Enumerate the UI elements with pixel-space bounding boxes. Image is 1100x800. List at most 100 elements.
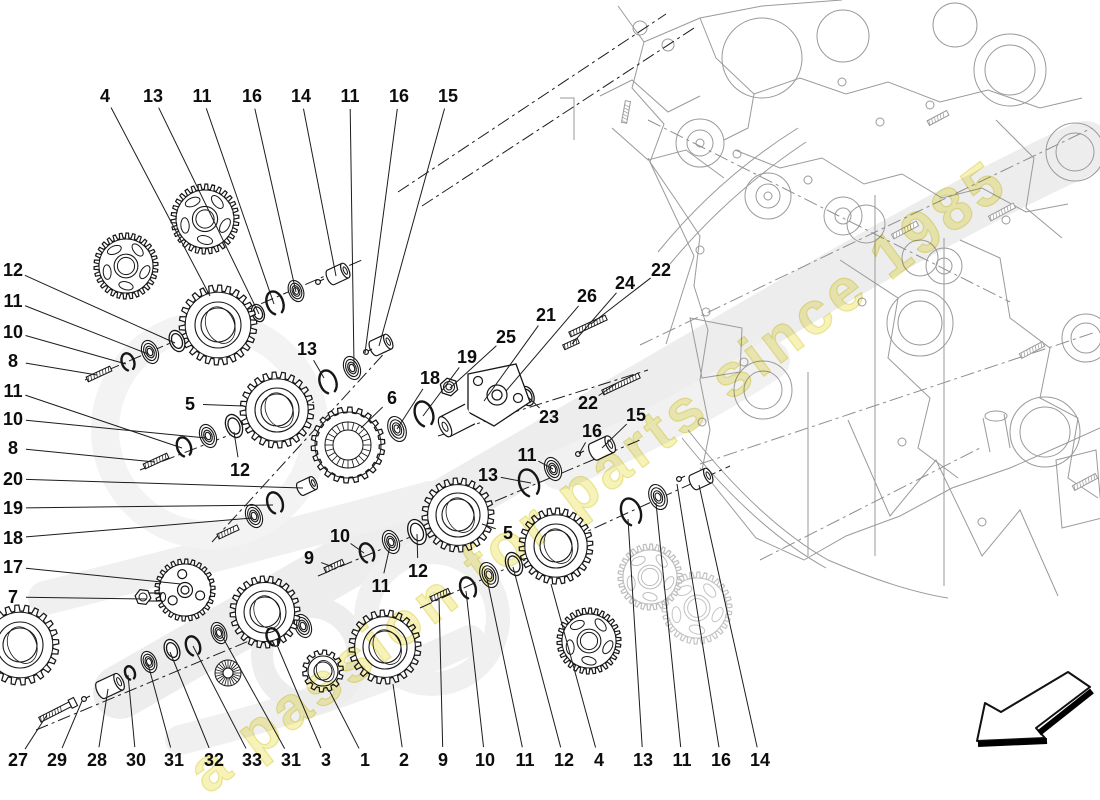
leader-line — [276, 644, 322, 749]
callout-label: 31 — [281, 750, 301, 770]
callout-label: 3 — [321, 750, 331, 770]
washer — [648, 483, 668, 511]
callout-label: 13 — [478, 465, 498, 485]
leader-line — [465, 590, 485, 748]
leader-line — [25, 567, 182, 585]
leader-line — [364, 108, 398, 354]
leader-line — [25, 419, 207, 439]
callout-label: 8 — [8, 438, 18, 458]
callout-label: 22 — [578, 393, 598, 413]
leader-line — [416, 533, 419, 559]
leader-line — [110, 107, 211, 297]
washer — [140, 650, 158, 674]
leader-line — [392, 683, 403, 748]
cam-sprocket — [556, 607, 622, 675]
leader-line — [169, 651, 210, 749]
leader-line — [24, 305, 149, 355]
circlip — [358, 542, 376, 564]
leader-line — [349, 108, 355, 366]
callout-label: 12 — [554, 750, 574, 770]
leader-line — [550, 583, 597, 748]
circlip — [120, 352, 136, 372]
leader-line — [25, 517, 253, 538]
callout-label: 6 — [387, 388, 397, 408]
bushing — [295, 475, 319, 497]
bushing — [368, 333, 394, 357]
callout-label: 1 — [360, 750, 370, 770]
leader-line — [627, 518, 643, 748]
callout-label: 13 — [143, 86, 163, 106]
leader-line — [598, 382, 618, 397]
spacer-ring — [407, 518, 427, 546]
leader-line — [320, 562, 334, 568]
leader-line — [313, 359, 325, 379]
callout-label: 15 — [438, 86, 458, 106]
leader-line — [350, 543, 365, 554]
pin — [80, 695, 91, 702]
callout-label: 24 — [615, 273, 635, 293]
callout-label: 23 — [539, 407, 559, 427]
callout-label: 18 — [3, 528, 23, 548]
callout-label: 4 — [594, 750, 604, 770]
callout-label: 16 — [242, 86, 262, 106]
callout-label: 10 — [330, 526, 350, 546]
gear — [421, 477, 495, 553]
bushing — [325, 262, 351, 286]
callout-label: 11 — [517, 445, 536, 465]
spacer-ring — [168, 329, 186, 353]
circlip — [413, 400, 435, 428]
circlip — [265, 627, 281, 647]
screw — [38, 696, 79, 723]
callout-label: 11 — [371, 576, 390, 596]
callout-label: 12 — [3, 260, 23, 280]
circlip — [517, 468, 541, 498]
gear — [239, 371, 315, 449]
cam-sprocket — [93, 232, 159, 300]
circlip — [184, 635, 202, 657]
spacer-ring — [163, 638, 181, 662]
callout-label: 30 — [126, 750, 146, 770]
callout-label: 10 — [3, 409, 23, 429]
bushing — [95, 672, 125, 700]
circlip — [265, 491, 285, 515]
circlip — [318, 369, 338, 395]
callout-label: 33 — [242, 750, 262, 770]
washer — [342, 355, 362, 381]
leader-line — [527, 396, 540, 409]
tensioner-nut — [439, 377, 459, 397]
callout-label: 4 — [100, 86, 110, 106]
leader-line — [61, 700, 83, 749]
leader-line — [590, 277, 652, 325]
leader-line — [578, 442, 587, 455]
direction-arrow — [976, 671, 1094, 747]
leader-line — [147, 663, 172, 748]
callout-label: 29 — [47, 750, 67, 770]
pin — [675, 475, 686, 483]
callout-label: 16 — [389, 86, 409, 106]
callout-label: 16 — [711, 750, 731, 770]
gear — [348, 609, 422, 685]
gear — [518, 507, 594, 585]
leader-line — [127, 674, 136, 748]
leader-line — [25, 335, 127, 365]
callout-label: 22 — [651, 260, 671, 280]
callout-label: 5 — [503, 523, 513, 543]
callout-label: 11 — [3, 381, 22, 401]
leader-line — [25, 596, 148, 600]
leader-line — [221, 635, 286, 749]
callout-label: 2 — [399, 750, 409, 770]
leader-line — [24, 274, 176, 344]
gear — [229, 575, 301, 649]
washer — [381, 529, 401, 555]
leader-line — [571, 292, 617, 345]
circlip — [265, 290, 285, 316]
washer — [198, 423, 218, 449]
leader-line — [655, 502, 682, 748]
callout-label: 8 — [8, 351, 18, 371]
spacer-ring — [504, 551, 524, 577]
leader-line — [676, 483, 720, 748]
leader-line — [486, 578, 523, 748]
callout-label: 19 — [457, 347, 477, 367]
